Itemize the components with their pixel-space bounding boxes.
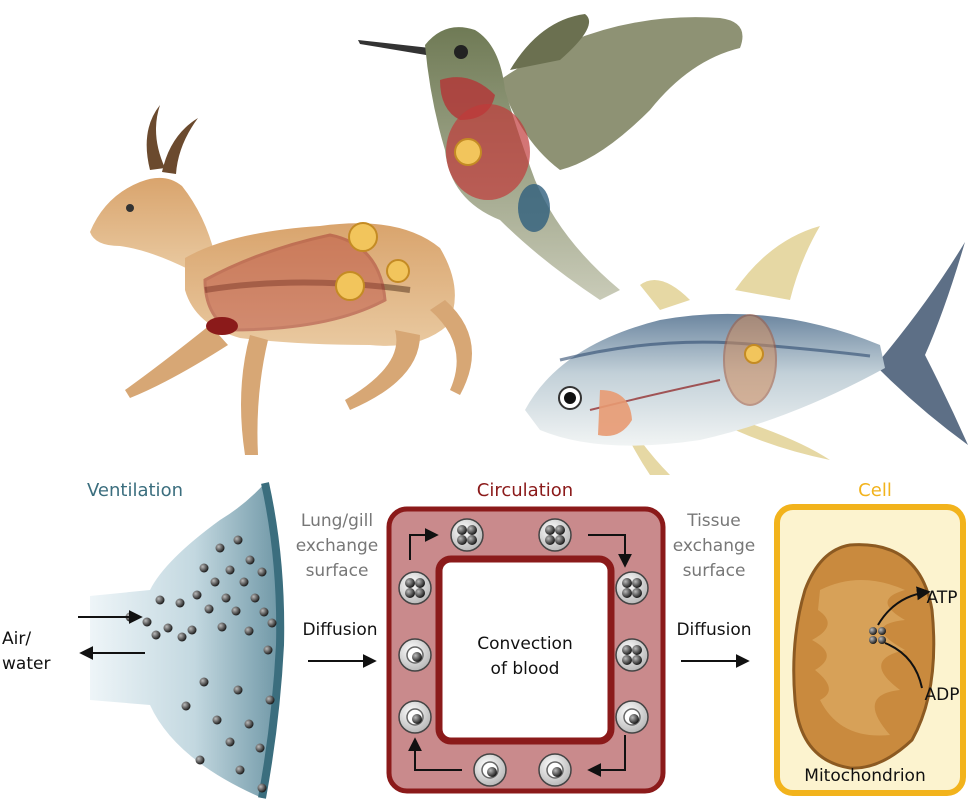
- tissue-line2: exchange: [664, 534, 764, 559]
- cell-title: Cell: [840, 478, 910, 503]
- blood-cell: [616, 639, 648, 671]
- lung-gill-line1: Lung/gill: [282, 509, 392, 534]
- convection-line1: Convection: [439, 632, 611, 657]
- gazelle-illustration: [90, 105, 472, 455]
- gas-molecule: [236, 766, 245, 775]
- gas-molecule: [143, 618, 152, 627]
- gas-molecule: [176, 599, 185, 608]
- gas-molecule: [205, 605, 214, 614]
- gas-molecule: [222, 594, 231, 603]
- gas-molecule: [264, 646, 273, 655]
- cell-shape: [777, 507, 963, 793]
- gas-molecule: [268, 619, 277, 628]
- convection-line2: of blood: [439, 657, 611, 682]
- tissue-exchange-label: Tissue exchange surface: [664, 509, 764, 584]
- air-water-label: Air/ water: [2, 627, 66, 677]
- gas-molecule: [213, 716, 222, 725]
- blood-cell: [616, 572, 648, 604]
- gas-molecule: [200, 678, 209, 687]
- gas-molecule: [245, 720, 254, 729]
- gas-molecule: [178, 633, 187, 642]
- gas-molecule: [164, 624, 173, 633]
- diffusion-left-label: Diffusion: [285, 618, 395, 643]
- gas-molecule: [251, 594, 260, 603]
- air-water-line2: water: [2, 652, 66, 677]
- ventilation-title: Ventilation: [70, 478, 200, 503]
- gas-molecule: [193, 591, 202, 600]
- lung-gill-line2: exchange: [282, 534, 392, 559]
- tuna-illustration: [525, 226, 968, 475]
- gas-molecule: [240, 578, 249, 587]
- lung-gill-label: Lung/gill exchange surface: [282, 509, 392, 584]
- gas-molecule: [234, 686, 243, 695]
- gas-molecule: [266, 696, 275, 705]
- gas-molecule: [218, 623, 227, 632]
- blood-cell: [539, 519, 571, 551]
- gas-molecule: [234, 536, 243, 545]
- blood-cell: [539, 754, 571, 786]
- gas-molecule: [246, 556, 255, 565]
- gas-molecule: [245, 627, 254, 636]
- blood-cell: [399, 572, 431, 604]
- gas-molecule: [260, 608, 269, 617]
- blood-cell: [399, 639, 431, 671]
- convection-label: Convection of blood: [439, 632, 611, 682]
- diffusion-right-label: Diffusion: [664, 618, 764, 643]
- lung-gill-line3: surface: [282, 559, 392, 584]
- ventilation-lung-shape: [90, 483, 280, 798]
- blood-cell: [474, 754, 506, 786]
- air-water-line1: Air/: [2, 627, 66, 652]
- gas-molecule: [200, 564, 209, 573]
- circulation-title: Circulation: [430, 478, 620, 503]
- gas-molecule: [258, 568, 267, 577]
- gas-molecule: [226, 566, 235, 575]
- gas-molecule: [216, 544, 225, 553]
- gas-molecule: [256, 744, 265, 753]
- gas-molecule: [188, 626, 197, 635]
- gas-molecule: [226, 738, 235, 747]
- gas-molecule: [152, 631, 161, 640]
- tissue-line1: Tissue: [664, 509, 764, 534]
- gas-molecule: [232, 607, 241, 616]
- blood-cell: [451, 519, 483, 551]
- atp-label: ATP: [918, 586, 966, 611]
- mitochondrion-label: Mitochondrion: [790, 764, 940, 789]
- tissue-line3: surface: [664, 559, 764, 584]
- gas-molecule: [211, 578, 220, 587]
- gas-molecule: [196, 756, 205, 765]
- adp-label: ADP: [918, 683, 966, 708]
- blood-cell: [616, 701, 648, 733]
- gas-molecule: [156, 596, 165, 605]
- gas-molecule: [258, 784, 267, 793]
- blood-cell: [399, 701, 431, 733]
- gas-molecule: [182, 702, 191, 711]
